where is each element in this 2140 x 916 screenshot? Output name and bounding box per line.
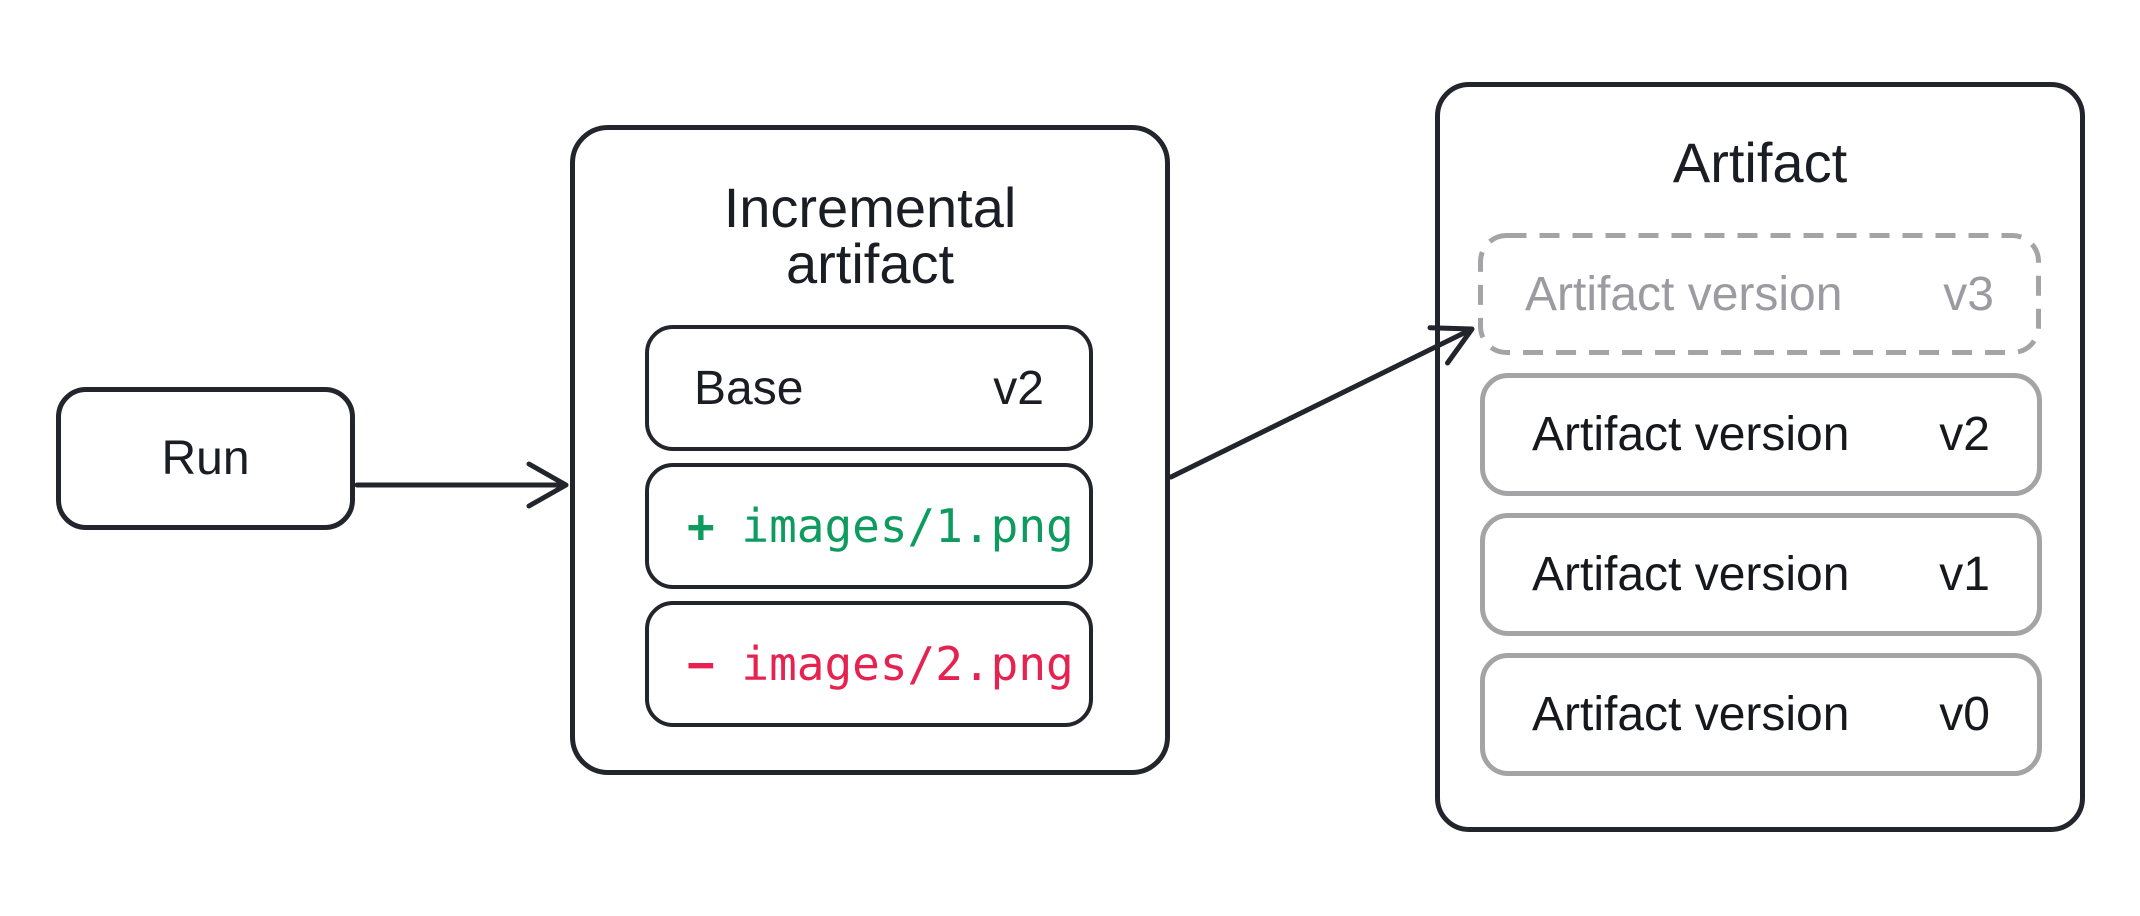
incremental-artifact-title: Incremental artifact [575, 180, 1165, 292]
artifact-version-row-pending: Artifact version v3 [1478, 233, 2041, 355]
artifact-version-label: Artifact version [1532, 548, 1850, 601]
base-version: v2 [993, 361, 1044, 415]
incremental-title-line2: artifact [785, 232, 955, 295]
artifact-version-label: Artifact version [1532, 408, 1850, 461]
minus-sign-icon: − [687, 637, 715, 691]
run-label: Run [161, 432, 250, 485]
removed-file-path: images/2.png [741, 637, 1074, 691]
artifact-version-row: Artifact version v2 [1480, 373, 2042, 496]
artifact-node: Artifact Artifact version v3 Artifact ve… [1435, 82, 2085, 832]
run-node: Run [56, 387, 355, 530]
artifact-version-label: Artifact version [1532, 688, 1850, 741]
incremental-artifact-node: Incremental artifact Base v2 + images/1.… [570, 125, 1170, 775]
arrowhead-icon [526, 461, 569, 509]
artifact-version-row: Artifact version v0 [1480, 653, 2042, 776]
plus-sign-icon: + [687, 499, 715, 553]
diff-added-row: + images/1.png [645, 463, 1093, 589]
artifact-version-number: v0 [1939, 688, 1990, 741]
artifact-version-label: Artifact version [1525, 267, 1843, 321]
base-label: Base [694, 361, 804, 415]
diff-removed-row: − images/2.png [645, 601, 1093, 727]
added-file-path: images/1.png [741, 499, 1074, 553]
artifact-version-number: v1 [1939, 548, 1990, 601]
artifact-version-number: v2 [1939, 408, 1990, 461]
artifact-version-number: v3 [1943, 267, 1994, 321]
incremental-title-line1: Incremental [723, 176, 1017, 239]
incremental-to-artifact-arrow [1168, 328, 1472, 480]
artifact-version-row: Artifact version v1 [1480, 513, 2042, 636]
base-version-row: Base v2 [645, 325, 1093, 451]
artifact-title: Artifact [1672, 131, 1848, 194]
